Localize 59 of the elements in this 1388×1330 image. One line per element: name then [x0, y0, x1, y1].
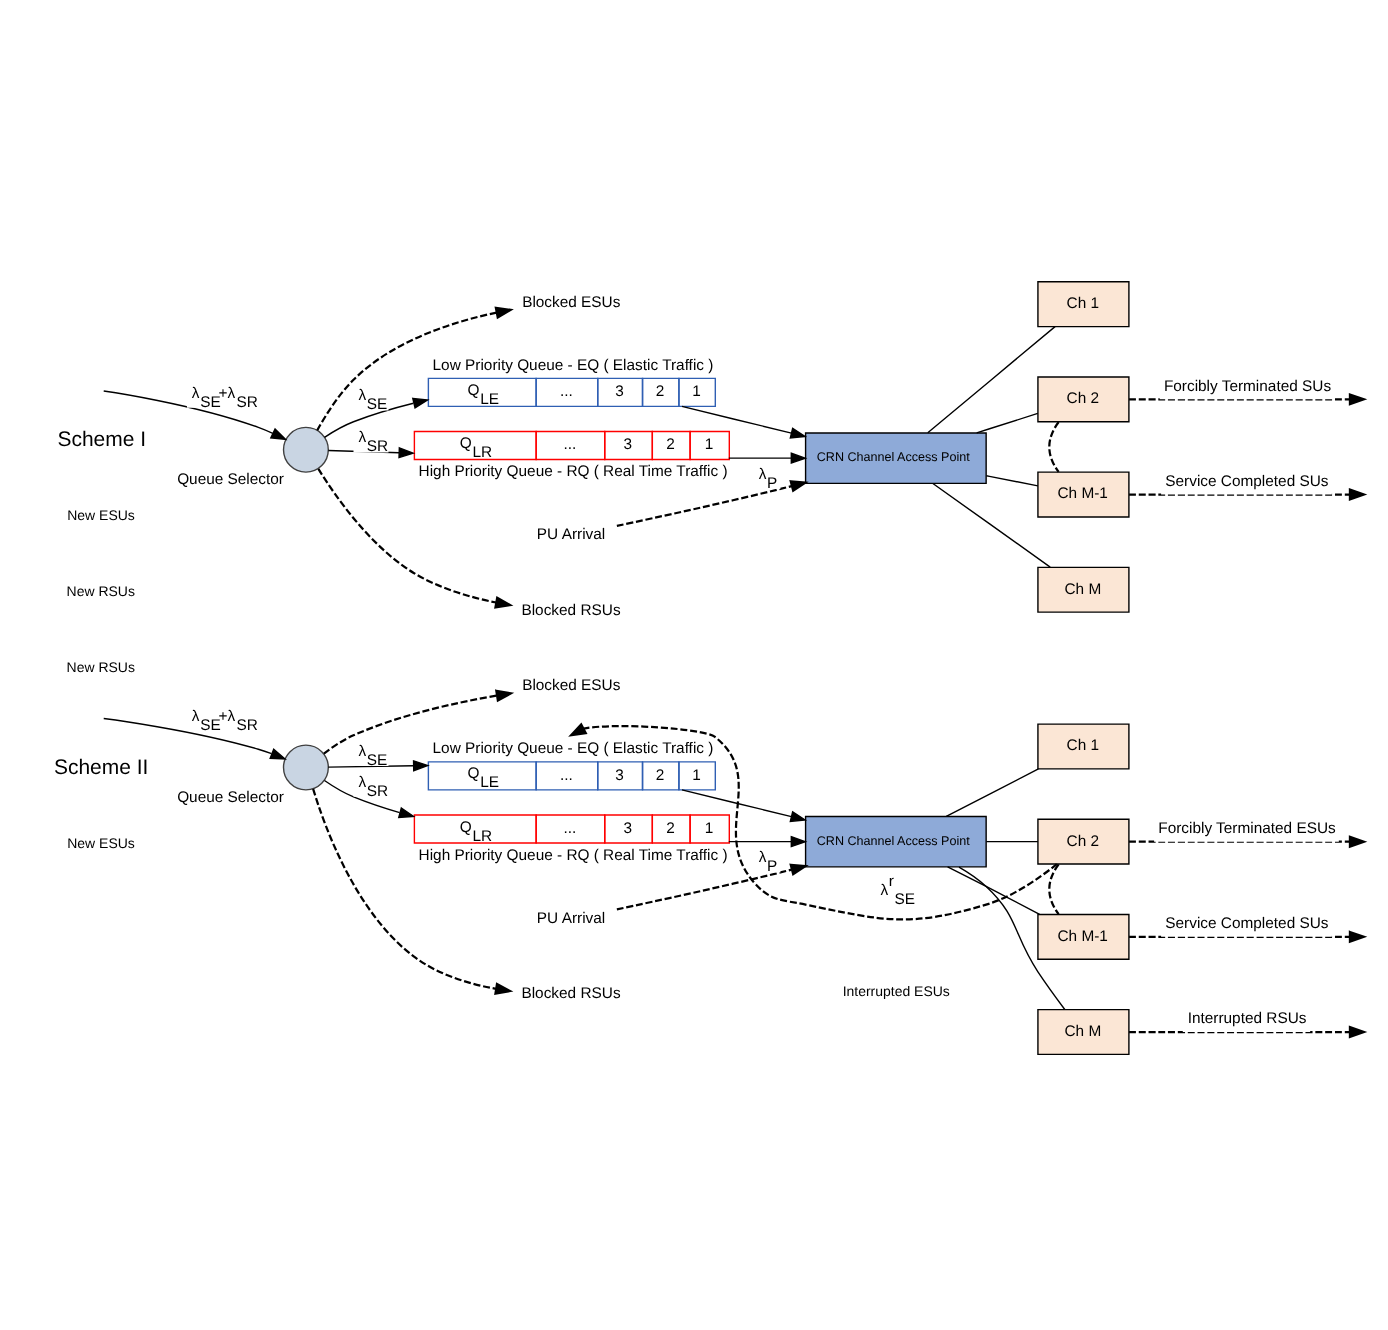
- node-text: PU Arrival: [536, 524, 606, 543]
- connector: [1048, 420, 1060, 472]
- node-box: Ch M-1: [1037, 912, 1130, 959]
- node-circle: [282, 425, 329, 472]
- node-text: Blocked RSUs: [521, 983, 621, 1002]
- edge-label: Service Completed SUs: [1165, 470, 1329, 489]
- label: Scheme II: [53, 756, 149, 779]
- node-text: Blocked ESUs: [522, 675, 621, 694]
- node-circle: [282, 743, 329, 790]
- connector: [985, 839, 1039, 842]
- arrow: [317, 467, 514, 608]
- connector: [946, 865, 1041, 915]
- node-box: Ch M-1: [1037, 470, 1130, 517]
- arrow: [312, 787, 514, 995]
- arrow: [103, 716, 287, 759]
- arrow: [327, 758, 430, 771]
- edge-label: Service Completed SUs: [1165, 913, 1329, 932]
- node-label: High Priority Queue - RQ ( Real Time Traffic ): [418, 461, 728, 480]
- connector: [927, 324, 1056, 433]
- label: Scheme I: [57, 429, 147, 452]
- node-label: Low Priority Queue - EQ ( Elastic Traffic ): [432, 354, 714, 373]
- node-box: Ch 2: [1037, 375, 1130, 422]
- connector: [958, 865, 1066, 1010]
- connector: [1048, 862, 1060, 914]
- arrow: [316, 305, 514, 430]
- arrow: [323, 778, 416, 818]
- arrow: [323, 396, 430, 437]
- connector: [932, 481, 1051, 567]
- node-box: Ch 2: [1037, 817, 1130, 864]
- arrow: [728, 834, 808, 847]
- node-box: Ch M: [1037, 565, 1130, 612]
- node-box: Ch 1: [1037, 280, 1130, 327]
- edge-label: Forcibly Terminated ESUs: [1158, 817, 1336, 836]
- arrow: [616, 862, 809, 910]
- node-box: Ch 1: [1037, 722, 1130, 769]
- node-text: Blocked RSUs: [521, 599, 621, 618]
- connector: [985, 474, 1039, 486]
- node-box: Ch M: [1037, 1007, 1130, 1055]
- arrow: [1129, 391, 1368, 405]
- connector: [945, 767, 1040, 817]
- arrow: [681, 788, 808, 822]
- node-label: Low Priority Queue - EQ ( Elastic Traffic ): [432, 738, 714, 757]
- node-label: Queue Selector: [177, 469, 284, 488]
- connector: [975, 411, 1039, 433]
- arrow: [103, 389, 288, 440]
- node-text: Blocked ESUs: [522, 291, 621, 310]
- edge-label: Interrupted RSUs: [1187, 1008, 1307, 1027]
- arrow: [568, 721, 1058, 920]
- node-label: Queue Selector: [177, 787, 284, 806]
- arrow: [728, 451, 808, 464]
- node-label: High Priority Queue - RQ ( Real Time Traffic ): [418, 844, 728, 863]
- arrow: [616, 479, 809, 526]
- node-text: PU Arrival: [536, 907, 606, 926]
- arrow: [323, 688, 515, 754]
- arrow: [1129, 834, 1368, 848]
- arrow: [1129, 487, 1368, 500]
- arrow: [1129, 929, 1368, 943]
- edge-label: Forcibly Terminated SUs: [1163, 375, 1332, 394]
- arrow: [1129, 1024, 1368, 1038]
